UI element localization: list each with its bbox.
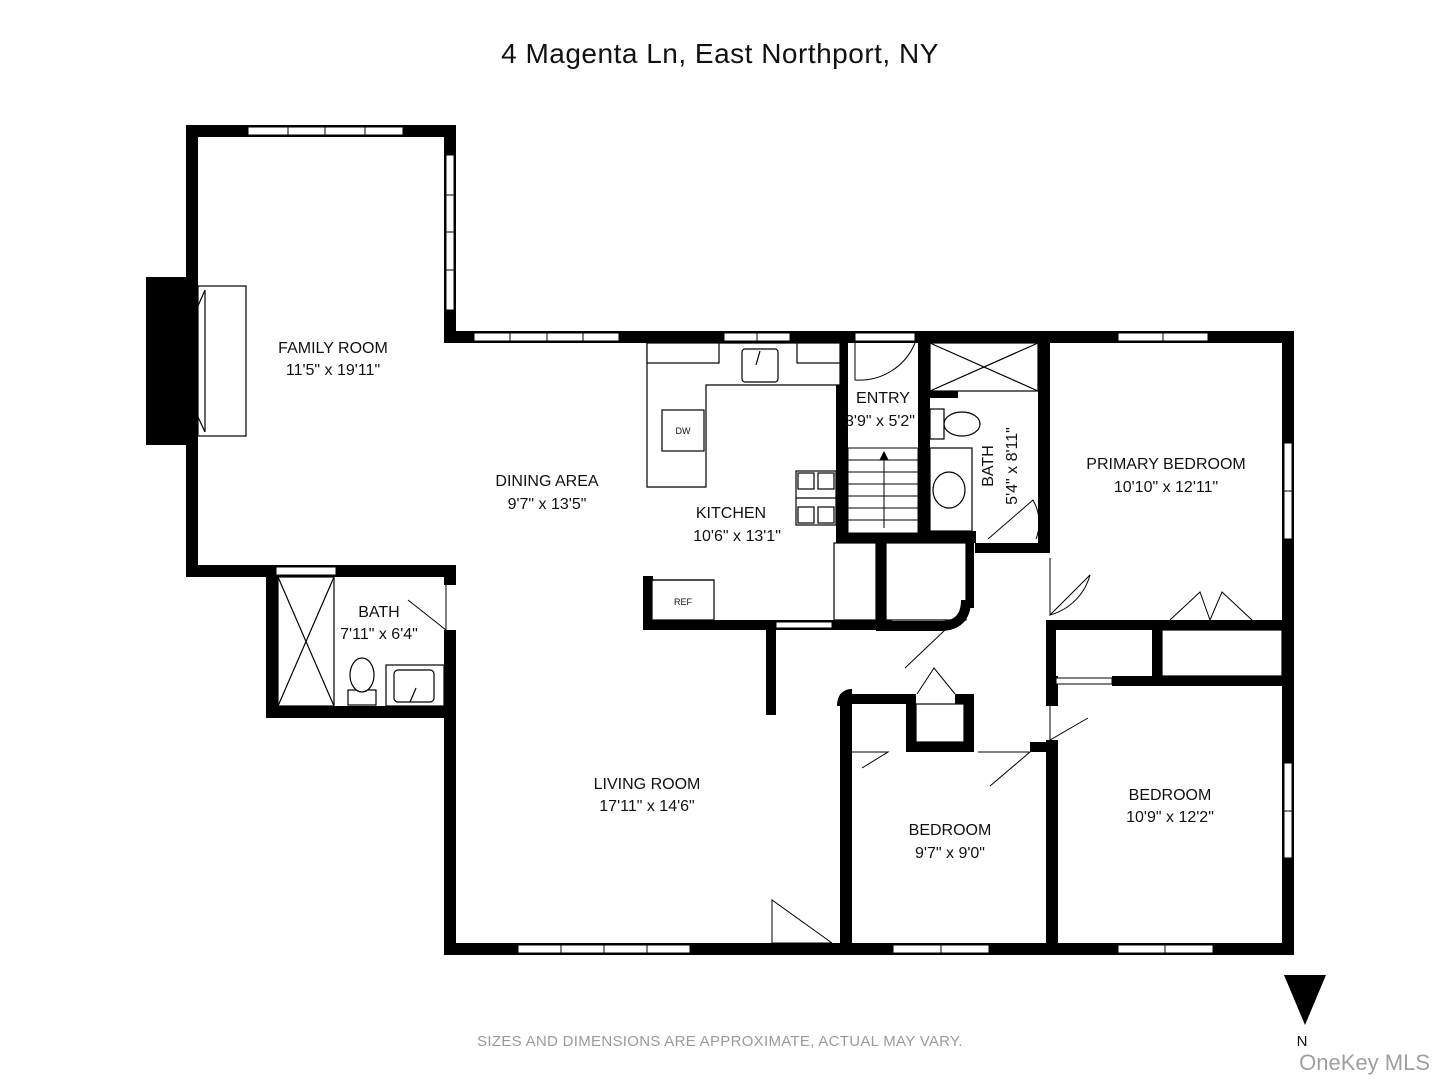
closets xyxy=(833,542,1283,743)
refrigerator-label: REF xyxy=(674,597,693,607)
bath-upper-dims: 5'4" x 8'11" xyxy=(1004,427,1021,505)
wall xyxy=(643,576,653,630)
wall xyxy=(266,706,456,718)
wall xyxy=(975,543,1050,553)
entry-name: ENTRY xyxy=(856,390,910,407)
windows xyxy=(247,126,1293,954)
wall xyxy=(840,694,852,955)
bath-upper-name: BATH xyxy=(980,445,997,486)
fireplace xyxy=(189,285,247,437)
toilet-tank xyxy=(929,408,945,440)
window xyxy=(275,566,337,576)
primary-bedroom-dims: 10'10" x 12'11" xyxy=(1114,479,1218,496)
watermark: OneKey MLS xyxy=(1299,1050,1430,1075)
wall xyxy=(836,531,976,543)
primary-bedroom-name: PRIMARY BEDROOM xyxy=(1086,456,1245,473)
entry-dims: 3'9" x 5'2" xyxy=(845,413,915,430)
wall xyxy=(1030,742,1058,752)
wall xyxy=(643,620,833,630)
bath-sink xyxy=(393,669,435,703)
wall xyxy=(1038,343,1050,553)
wall xyxy=(266,565,278,718)
fireplace-wall xyxy=(146,277,198,445)
kitchen-sink xyxy=(741,348,779,383)
wall xyxy=(444,706,456,955)
wall xyxy=(836,343,848,543)
wall xyxy=(1112,676,1294,686)
bath-upper-fixtures xyxy=(929,342,1039,532)
wall xyxy=(876,543,886,631)
wall xyxy=(444,565,456,585)
wall xyxy=(918,343,930,543)
disclaimer: SIZES AND DIMENSIONS ARE APPROXIMATE, AC… xyxy=(477,1033,963,1050)
bedroom-right-name: BEDROOM xyxy=(1129,787,1212,804)
bedroom-right-dims: 10'9" x 12'2" xyxy=(1126,809,1214,826)
plan-title: 4 Magenta Ln, East Northport, NY xyxy=(501,38,939,69)
kitchen-dims: 10'6" x 13'1" xyxy=(693,528,781,545)
wall xyxy=(1046,620,1294,630)
window xyxy=(854,332,916,342)
bath-sink xyxy=(932,471,966,509)
north-arrow-icon: N xyxy=(1284,975,1326,1050)
living-room-name: LIVING ROOM xyxy=(594,776,701,793)
family-room-dims: 11'5" x 19'11" xyxy=(286,362,380,379)
bath-lower-dims: 7'11" x 6'4" xyxy=(340,626,418,643)
wall xyxy=(906,694,916,750)
room-labels: FAMILY ROOM 11'5" x 19'11" DINING AREA 9… xyxy=(278,340,1246,862)
living-room-dims: 17'11" x 14'6" xyxy=(599,798,694,815)
dining-area-dims: 9'7" x 13'5" xyxy=(508,496,587,513)
wall xyxy=(1152,620,1162,682)
wall xyxy=(1046,676,1058,706)
toilet xyxy=(943,411,981,437)
dining-area-name: DINING AREA xyxy=(495,473,598,490)
wall xyxy=(832,620,892,630)
bath-lower-name: BATH xyxy=(358,604,399,621)
kitchen-counters xyxy=(646,342,841,621)
dishwasher-label: DW xyxy=(676,426,691,436)
wall xyxy=(1046,740,1058,955)
wall xyxy=(964,694,974,750)
wall xyxy=(906,742,974,752)
wall xyxy=(1282,331,1294,955)
wall xyxy=(955,694,973,704)
dishwasher xyxy=(661,409,705,452)
bath-lower-fixtures xyxy=(277,576,445,707)
wall xyxy=(840,742,850,752)
stairs xyxy=(847,447,919,534)
wall xyxy=(444,630,456,718)
wall xyxy=(964,543,974,608)
wall xyxy=(918,388,958,398)
toilet xyxy=(349,657,375,693)
doors xyxy=(407,342,1253,944)
kitchen-name: KITCHEN xyxy=(696,505,766,522)
compass-label: N xyxy=(1297,1033,1308,1050)
bedroom-middle-dims: 9'7" x 9'0" xyxy=(915,845,985,862)
wall xyxy=(766,620,776,715)
wall xyxy=(1046,620,1056,682)
wall xyxy=(840,694,915,704)
bedroom-middle-name: BEDROOM xyxy=(909,822,992,839)
family-room-name: FAMILY ROOM xyxy=(278,340,388,357)
